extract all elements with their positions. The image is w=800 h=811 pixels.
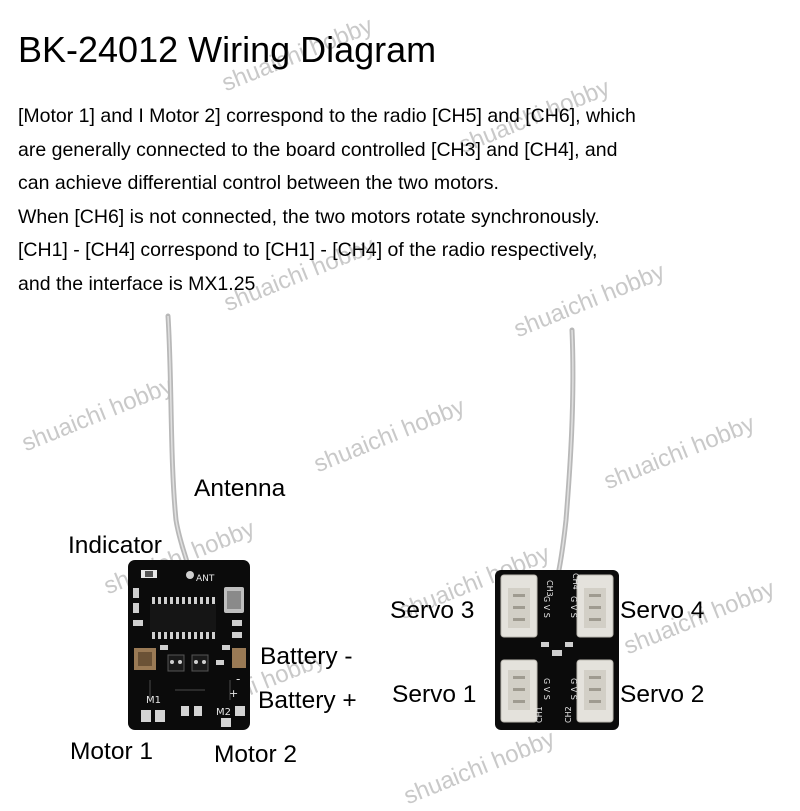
description-line: can achieve differential control between… xyxy=(18,172,499,194)
left-receiver-board: ANT xyxy=(128,313,250,730)
motor1-pad xyxy=(141,710,151,722)
servo3-label: Servo 3 xyxy=(390,597,475,624)
description-line: are generally connected to the board con… xyxy=(18,138,618,161)
battery-minus-label: Battery - xyxy=(260,643,353,670)
motor1-label: Motor 1 xyxy=(70,738,154,765)
motor2-label: Motor 2 xyxy=(214,741,298,768)
description-line: [Motor 1] and I Motor 2] correspond to t… xyxy=(18,105,636,127)
battery-pad xyxy=(235,706,245,716)
m2-silkscreen: M2 xyxy=(216,707,231,718)
motor1-pad xyxy=(155,710,165,722)
description-line: When [CH6] is not connected, the two mot… xyxy=(18,205,600,228)
servo1-connector xyxy=(500,659,538,723)
servo4-label: Servo 4 xyxy=(620,597,705,624)
motor2-pad xyxy=(194,706,202,716)
servo4-connector xyxy=(576,574,614,638)
pin-silkscreen: G V S xyxy=(542,678,551,700)
battery-plus-label: Battery + xyxy=(258,687,357,714)
page-title: BK-24012 Wiring Diagram xyxy=(18,29,437,70)
indicator-label: Indicator xyxy=(68,532,162,559)
description: [Motor 1] and I Motor 2] correspond to t… xyxy=(18,100,636,301)
ch4-silkscreen: CH4 xyxy=(571,573,580,590)
ant-silkscreen: ANT xyxy=(196,574,215,584)
ch1-silkscreen: CH1 xyxy=(535,706,544,723)
motor2-pad xyxy=(221,718,231,727)
antenna-label: Antenna xyxy=(194,475,286,502)
servo2-label: Servo 2 xyxy=(620,681,705,708)
right-receiver-board: CH3 CH4 CH1 CH2 G V S G V S G V S G V S xyxy=(495,327,619,730)
pin-silkscreen: G V S xyxy=(569,678,578,700)
minus-silkscreen: - xyxy=(236,672,240,686)
servo1-label: Servo 1 xyxy=(392,681,477,708)
ch2-silkscreen: CH2 xyxy=(564,706,573,723)
description-line: [CH1] - [CH4] correspond to [CH1] - [CH4… xyxy=(18,239,598,261)
motor2-pad xyxy=(181,706,189,716)
pin-silkscreen: G V S xyxy=(542,596,551,618)
ch3-silkscreen: CH3 xyxy=(545,580,554,597)
main-chip xyxy=(150,604,216,632)
description-line: and the interface is MX1.25 xyxy=(18,272,256,295)
pin-silkscreen: G V S xyxy=(569,596,578,618)
plus-silkscreen: + xyxy=(229,687,238,700)
m1-silkscreen: M1 xyxy=(146,695,161,706)
servo3-connector xyxy=(500,574,538,638)
servo2-connector xyxy=(576,659,614,723)
